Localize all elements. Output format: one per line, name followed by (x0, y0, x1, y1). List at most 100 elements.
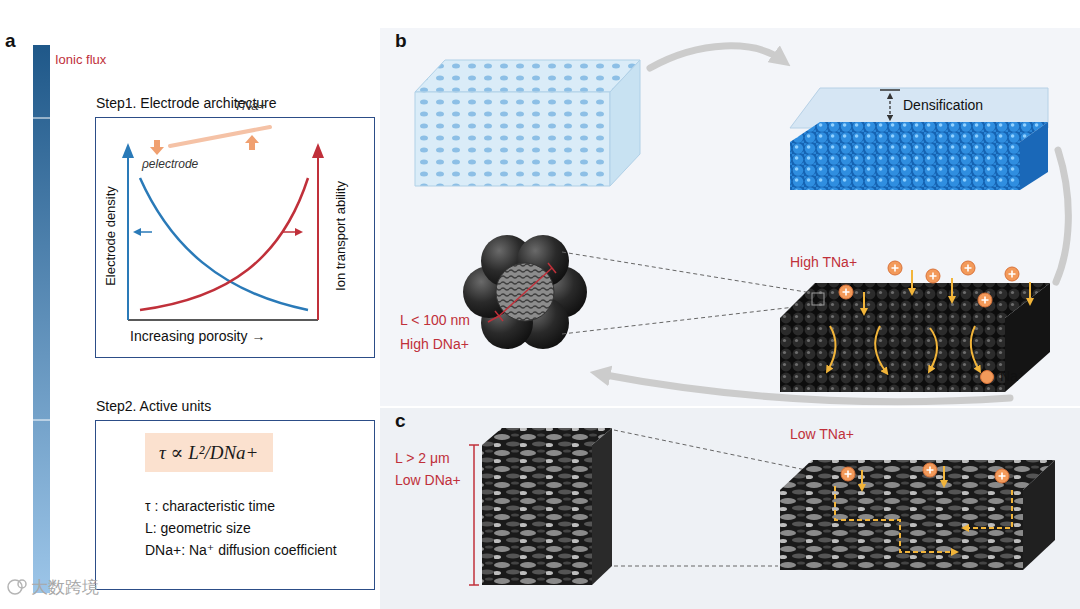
ionic-flux-bar (33, 45, 50, 593)
porous-electrode-block (780, 283, 1050, 392)
porosity-chart (245, 135, 259, 150)
ionic-flux-bar (33, 45, 50, 593)
dimension-line (469, 444, 479, 446)
size-label: L < 100 nm (400, 312, 470, 328)
nanoparticle-cluster (463, 235, 587, 349)
watermark-icon (18, 580, 26, 588)
legend-text: Na⁺ (1000, 368, 1025, 384)
microparticle-chunk (482, 445, 592, 585)
ion-path-arrow (971, 326, 979, 370)
dense-electrode-block (780, 460, 1055, 570)
ion-path-arrow (1029, 282, 1031, 302)
trend-label: TNa+ (234, 99, 266, 114)
diffusion-label: High DNa+ (400, 336, 469, 352)
step-heading: Step2. Active units (96, 398, 211, 414)
ion-path-arrow (875, 326, 886, 372)
porous-electrode-block (812, 293, 824, 305)
axis-label: Ion transport ability (334, 181, 349, 291)
na-ion (923, 463, 937, 477)
panel-grounds (380, 28, 1080, 406)
ion-path-arrow (911, 270, 913, 292)
ion-path-arrow (943, 466, 945, 484)
ionic-flux-bar (33, 118, 50, 119)
ion-path-arrow (828, 270, 1030, 372)
definition: τ : characteristic time (145, 498, 275, 514)
zoom-leader (562, 252, 812, 334)
na-ion (978, 293, 992, 307)
transport-label: High TNa+ (790, 254, 857, 270)
transport-label: Low TNa+ (790, 426, 854, 442)
diffusion-label: Low DNa+ (395, 472, 461, 488)
ion-path-arrow (930, 328, 937, 370)
panel-letter: a (5, 30, 16, 52)
gel-precursor-block (415, 92, 610, 186)
ionic-flux-bar (33, 420, 50, 421)
axis-title: Ionic flux (55, 53, 106, 68)
gel-precursor-block (415, 60, 640, 92)
panel-letter: c (395, 410, 406, 432)
porosity-chart (128, 319, 318, 321)
zoom-leader (562, 252, 812, 293)
ion-path-arrow (861, 470, 863, 488)
densified-particle-block (1020, 122, 1048, 190)
dimension-line (495, 311, 503, 321)
ion-path-arrow (863, 292, 865, 312)
porosity-chart (150, 140, 164, 155)
ion-path-arrow (965, 490, 1012, 528)
size-label: L > 2 μm (395, 450, 450, 466)
panel-letter: b (395, 30, 407, 52)
porosity-chart (295, 228, 303, 236)
porosity-chart (140, 231, 152, 233)
dense-electrode-block (780, 490, 1023, 570)
dimension-line (499, 268, 552, 316)
porosity-chart (317, 152, 319, 320)
watermark: 大数跨境 (31, 578, 99, 598)
densified-particle-block (889, 96, 890, 118)
gel-precursor-block (415, 60, 640, 186)
densified-particle-block (790, 142, 1020, 190)
na-ion (841, 463, 1009, 483)
zoom-leader (614, 430, 806, 470)
cycle-arrow (1056, 150, 1068, 282)
densified-particle-block (790, 122, 1048, 142)
densified-particle-block (880, 89, 900, 91)
panel-grounds (380, 408, 1080, 609)
trend-label: ρelectrode (142, 158, 198, 172)
porosity-chart (122, 143, 134, 158)
axis-label: Increasing porosity → (130, 328, 265, 344)
cycle-arrow (600, 46, 1068, 402)
definition: DNa+: Na⁺ diffusion coefficient (145, 542, 337, 558)
porosity-chart (140, 178, 308, 310)
ion-path-arrow (828, 326, 836, 370)
porosity-chart (312, 143, 324, 158)
porous-electrode-block (780, 283, 1050, 318)
na-ion (1005, 267, 1019, 281)
gel-precursor-block (610, 60, 640, 186)
dimension-line (473, 445, 475, 585)
microparticle-chunk (482, 428, 612, 585)
watermark-icon (8, 580, 26, 594)
axis-label: Electrode density (104, 186, 119, 286)
ion-path-arrow (835, 466, 1012, 552)
nanoparticle-cluster (496, 263, 554, 321)
panel-grounds (380, 28, 1080, 609)
porosity-chart (282, 231, 296, 233)
na-ion (839, 261, 1019, 307)
ion-path-arrow (951, 278, 953, 300)
porous-electrode-block (780, 318, 1005, 392)
microparticle-chunk (482, 428, 612, 445)
na-ion (888, 261, 902, 275)
dense-electrode-block (780, 460, 1055, 490)
na-ion (961, 261, 975, 275)
porosity-chart (127, 152, 129, 320)
densified-particle-block (790, 88, 1048, 190)
na-ion (926, 269, 940, 283)
legend-swatch (980, 370, 994, 384)
na-ion (841, 467, 855, 481)
porosity-chart (140, 178, 308, 310)
zoom-leader (562, 305, 812, 334)
na-ion (839, 285, 853, 299)
dimension-line (548, 263, 556, 273)
